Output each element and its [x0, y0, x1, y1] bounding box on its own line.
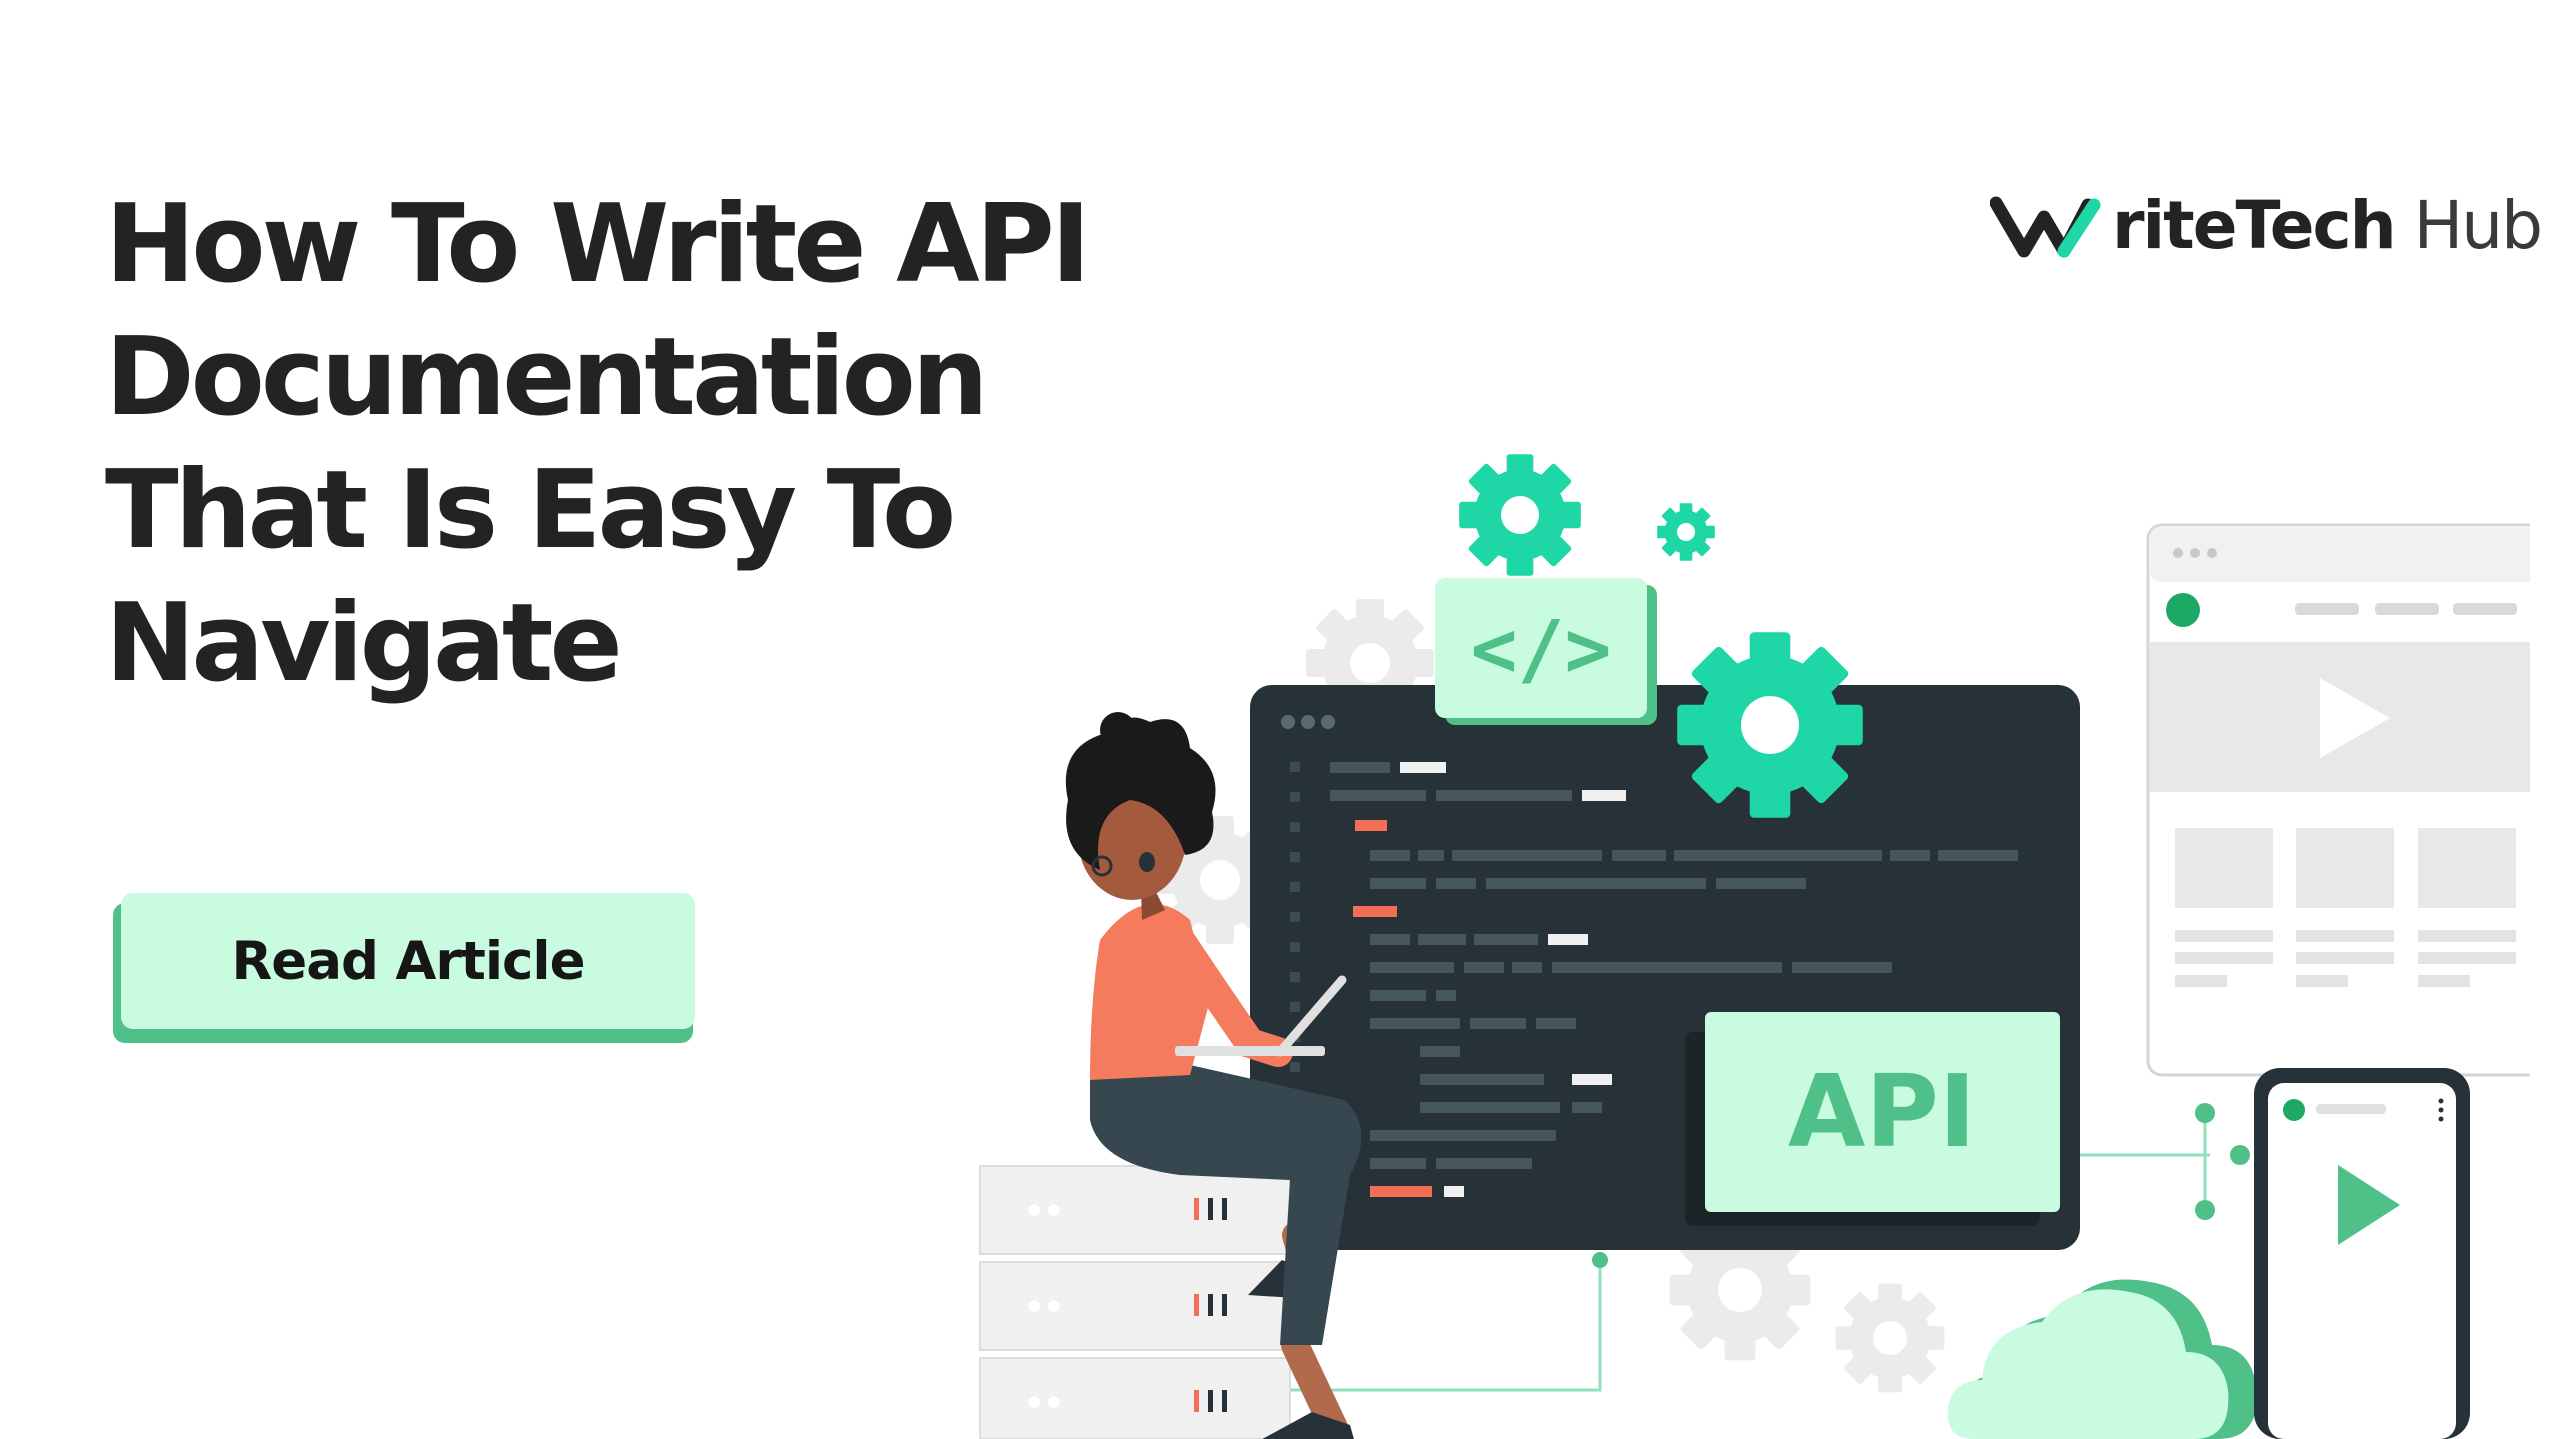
cloud — [1947, 1279, 2257, 1439]
api-card: API — [1685, 1012, 2060, 1226]
woman-with-laptop — [1065, 712, 1362, 1439]
connector-lines — [1237, 1103, 2250, 1398]
title-line-1: How To Write API — [105, 182, 1091, 307]
brand-logo[interactable]: riteTech Hub — [1990, 186, 2543, 266]
read-article-button[interactable]: Read Article — [121, 893, 695, 1029]
teal-gear-small-icon — [1657, 503, 1715, 561]
api-label: API — [1788, 1053, 1976, 1170]
teal-gear-medium-icon — [1459, 454, 1581, 576]
page-title: How To Write API Documentation That Is E… — [105, 178, 1105, 710]
brand-name: riteTech Hub — [2112, 193, 2543, 259]
brand-name-secondary: Hub — [2413, 187, 2543, 264]
code-tag-label: </> — [1471, 605, 1612, 695]
browser-window — [2146, 523, 2530, 1077]
title-line-2: Documentation — [105, 315, 989, 440]
brand-name-primary: riteTech — [2112, 187, 2397, 264]
gray-gear-icon — [1835, 1283, 1945, 1393]
logo-w-icon — [1990, 196, 2101, 258]
teal-gear-large-icon — [1677, 632, 1863, 818]
mobile-phone — [2254, 1068, 2470, 1439]
title-line-3: That Is Easy To — [105, 448, 956, 573]
code-tag-card: </> — [1435, 578, 1657, 725]
title-line-4: Navigate — [105, 581, 623, 706]
api-illustration: API </> — [979, 454, 2530, 1439]
server-stack — [979, 1165, 1291, 1439]
read-article-cta: Read Article — [113, 893, 695, 1043]
